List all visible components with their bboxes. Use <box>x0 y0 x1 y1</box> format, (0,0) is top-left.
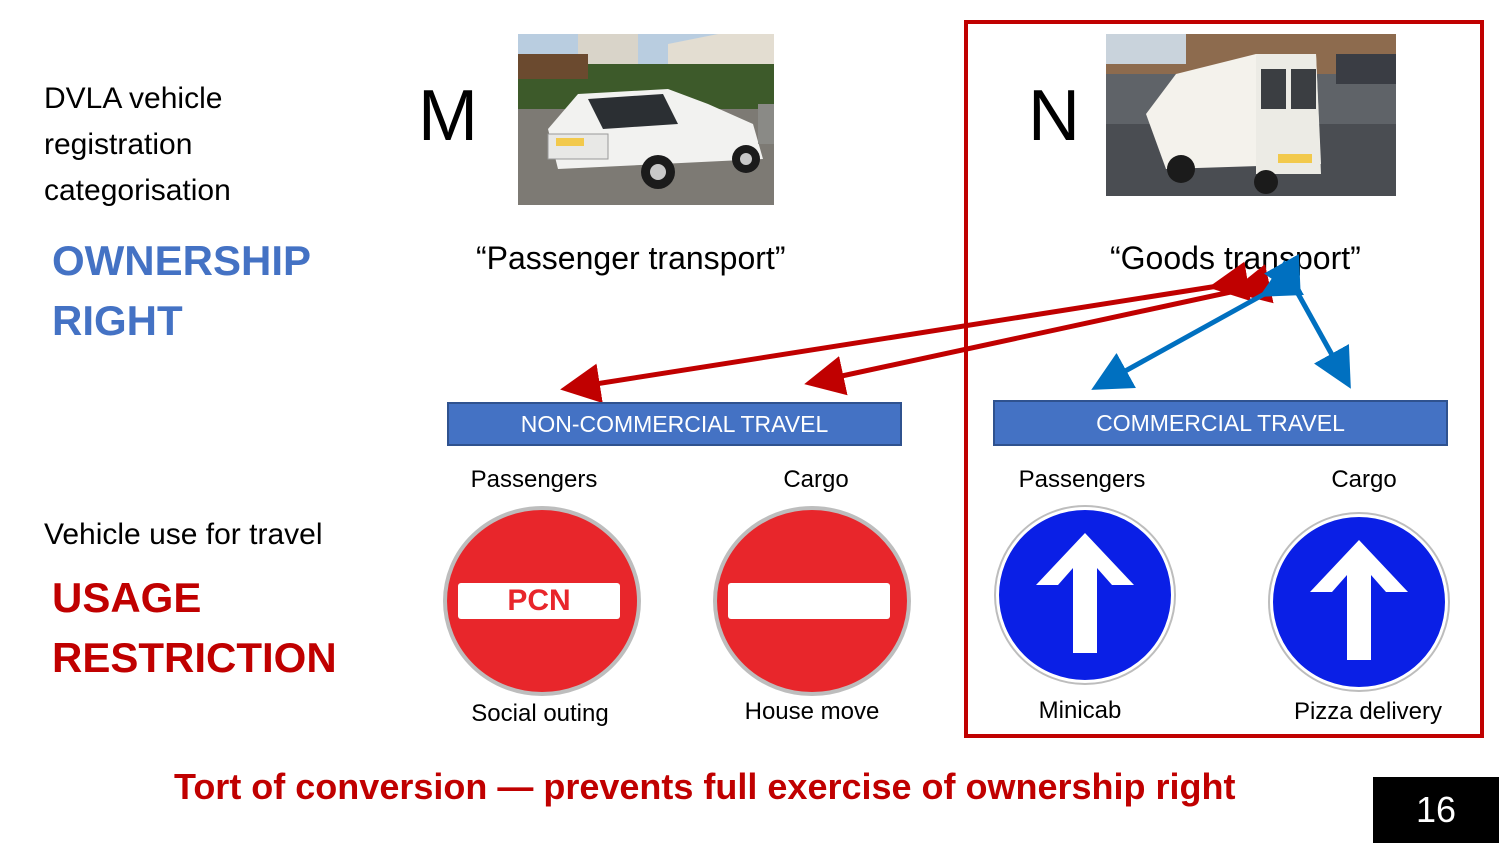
sign-1-bottom-label: Social outing <box>471 700 609 727</box>
no-entry-sign <box>712 505 912 697</box>
pcn-text: PCN <box>507 584 571 617</box>
usage-restriction-label: USAGE RESTRICTION <box>52 574 337 681</box>
sign-4-bottom-label: Pizza delivery <box>1293 698 1443 725</box>
ownership-right-label: OWNERSHIP RIGHT <box>52 237 311 344</box>
blue-arrow-passenger <box>1091 259 1304 390</box>
sign-4-top-label: Cargo <box>1331 466 1397 493</box>
footer-caption: Tort of conversion — prevents full exerc… <box>174 766 1236 807</box>
red-arrow-cargo <box>804 264 1274 396</box>
goods-van-photo <box>1106 34 1396 196</box>
passenger-car-photo <box>518 34 774 205</box>
category-n-letter: N <box>1028 76 1080 156</box>
blue-arrow-cargo <box>1263 254 1351 389</box>
non-commercial-travel-bar: NON-COMMERCIAL TRAVEL <box>447 402 902 446</box>
ahead-only-sign-minicab <box>994 505 1176 685</box>
dvla-label: DVLA vehicle registration categorisation <box>44 82 231 207</box>
sign-1-top-label: Passengers <box>470 466 598 493</box>
commercial-travel-bar: COMMERCIAL TRAVEL <box>993 400 1448 446</box>
sign-2-bottom-label: House move <box>744 698 880 725</box>
page-number: 16 <box>1373 777 1499 843</box>
sign-3-bottom-label: Minicab <box>1038 697 1122 724</box>
no-entry-sign-pcn: PCN <box>442 505 642 697</box>
sign-2-top-label: Cargo <box>783 466 849 493</box>
category-m-letter: M <box>418 76 478 156</box>
vehicle-use-label: Vehicle use for travel <box>44 518 323 551</box>
sign-3-top-label: Passengers <box>1018 466 1146 493</box>
ahead-only-sign-pizza <box>1268 512 1450 692</box>
